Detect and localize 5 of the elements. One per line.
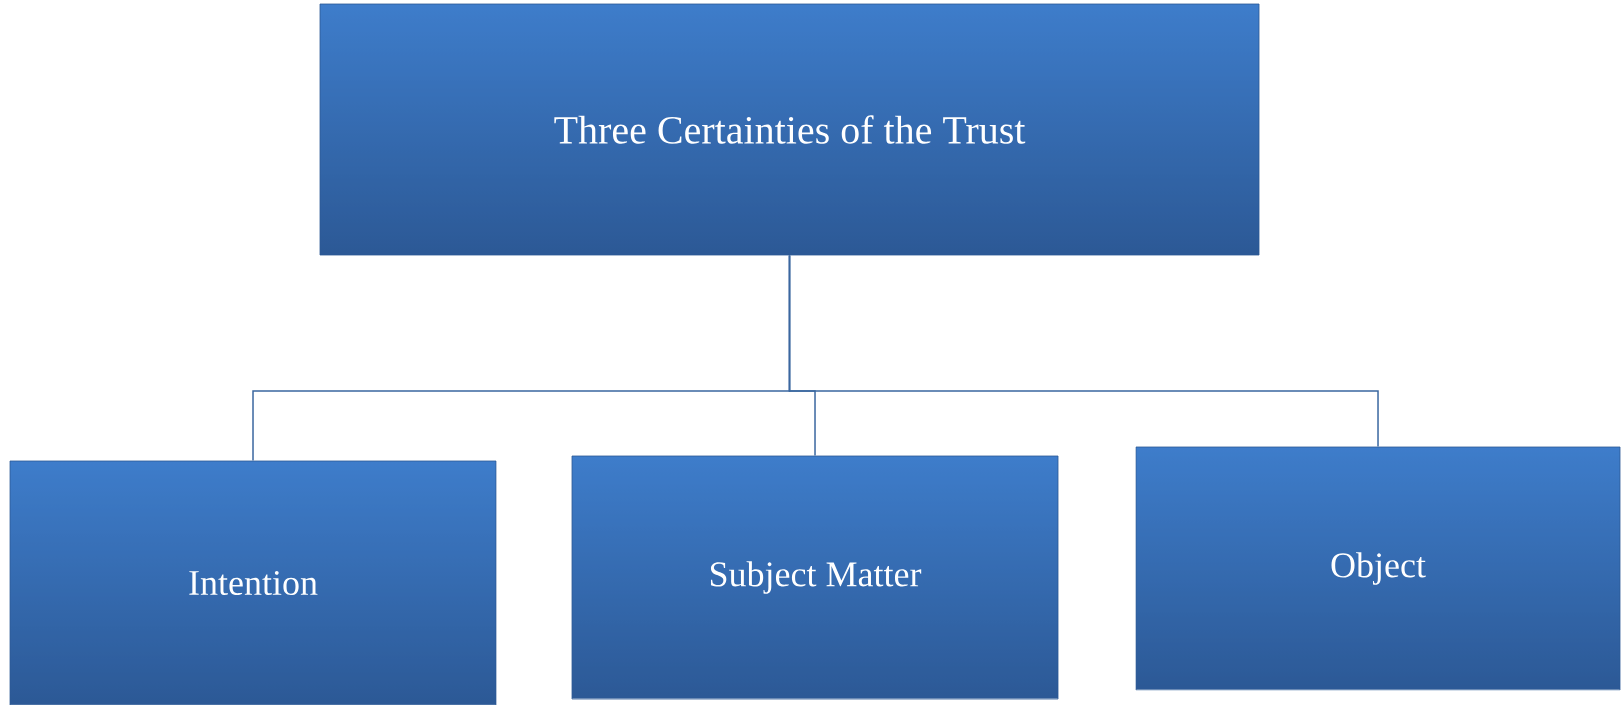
- connector: [788, 254, 1379, 448]
- box: Object: [1135, 446, 1621, 691]
- box: Subject Matter: [571, 455, 1059, 700]
- box: Intention: [9, 460, 497, 705]
- box: Three Certainties of the Trust: [319, 3, 1260, 256]
